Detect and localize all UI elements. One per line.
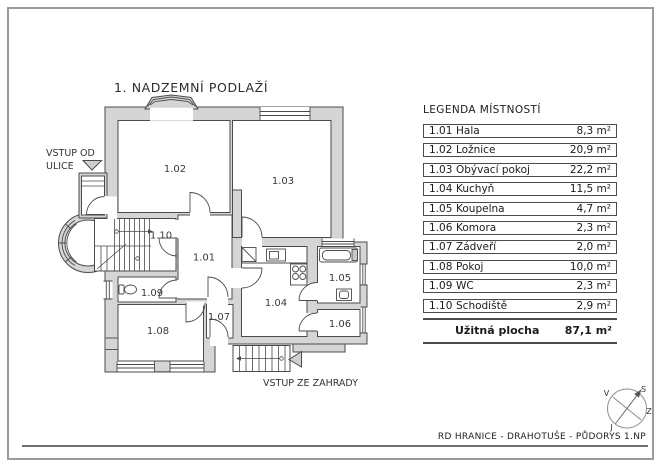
room-name: WC bbox=[456, 280, 474, 293]
street-entrance-label-2: ULICE bbox=[46, 161, 74, 172]
room-1-02 bbox=[117, 120, 231, 213]
room-label-1-03: 1.03 bbox=[272, 176, 294, 187]
title-block-rule bbox=[22, 445, 648, 447]
room-id: 1.02 bbox=[429, 144, 453, 157]
room-name: Ložnice bbox=[456, 144, 496, 157]
room-porch bbox=[81, 175, 105, 216]
room-name: Zádveří bbox=[456, 241, 497, 254]
kitchen-fixtures bbox=[241, 247, 308, 286]
room-name: Koupelna bbox=[456, 202, 505, 215]
room-area: 2,3 m² bbox=[576, 221, 611, 234]
boiler bbox=[241, 247, 257, 262]
room-area: 20,9 m² bbox=[569, 144, 611, 157]
room-label-1-04: 1.04 bbox=[265, 298, 287, 309]
compass-label-n: S bbox=[641, 385, 646, 394]
garden-entrance-arrow bbox=[288, 350, 302, 368]
tower-windows bbox=[58, 220, 77, 266]
room-area: 2,0 m² bbox=[576, 241, 611, 254]
room-area: 2,3 m² bbox=[576, 280, 611, 293]
room-name: Pokoj bbox=[456, 260, 484, 273]
room-id: 1.01 bbox=[429, 125, 453, 137]
room-label-1-09: 1.09 bbox=[141, 288, 163, 299]
street-entrance-label-1: VSTUP OD bbox=[46, 148, 95, 159]
toilet-bowl bbox=[124, 284, 137, 295]
compass-label-w: V bbox=[604, 389, 610, 398]
room-area: 8,3 m² bbox=[576, 125, 611, 137]
room-name: Obývací pokoj bbox=[456, 163, 530, 176]
legend-row: 1.10 Schodiště 2,9 m² bbox=[423, 298, 617, 313]
room-label-1-01: 1.01 bbox=[193, 253, 215, 264]
stairs-landing bbox=[107, 196, 117, 271]
legend-row: 1.05 Koupelna 4,7 m² bbox=[423, 201, 617, 216]
room-label-1-10: 1.10 bbox=[150, 231, 172, 242]
legend-row: 1.04 Kuchyň 11,5 m² bbox=[423, 182, 617, 197]
room-name: Komora bbox=[456, 221, 497, 234]
room-label-1-08: 1.08 bbox=[147, 326, 169, 337]
room-name: Hala bbox=[456, 125, 480, 137]
legend-total: Užitná plocha 87,1 m² bbox=[423, 317, 617, 344]
stove bbox=[290, 263, 308, 286]
room-labels: 1.01 1.02 1.03 1.04 1.05 1.06 1.07 1.08 … bbox=[141, 164, 351, 337]
room-label-1-05: 1.05 bbox=[329, 273, 351, 284]
room-area: 22,2 m² bbox=[569, 163, 611, 176]
legend-title: LEGENDA MÍSTNOSTÍ bbox=[423, 104, 541, 116]
doors-layer bbox=[86, 192, 318, 338]
room-id: 1.03 bbox=[429, 163, 453, 176]
room-label-1-02: 1.02 bbox=[164, 164, 186, 175]
plan-title: 1. NADZEMNÍ PODLAŽÍ bbox=[114, 80, 269, 95]
drawing-title: RD HRANICE - DRAHOTUŠE - PŮDORYS 1.NP bbox=[437, 432, 646, 442]
wall-notch-1-03 bbox=[232, 189, 242, 238]
staircase bbox=[94, 219, 153, 271]
legend-row: 1.03 Obývací pokoj 22,2 m² bbox=[423, 162, 617, 177]
compass-icon: S V Z J bbox=[604, 385, 653, 432]
total-area: 87,1 m² bbox=[564, 323, 612, 337]
legend-row: 1.08 Pokoj 10,0 m² bbox=[423, 259, 617, 274]
legend-row: 1.01 Hala 8,3 m² bbox=[423, 124, 617, 138]
entrance-labels: VSTUP OD ULICE VSTUP ZE ZAHRADY bbox=[46, 148, 358, 389]
room-id: 1.06 bbox=[429, 221, 453, 234]
faucet bbox=[351, 249, 358, 261]
room-area: 4,7 m² bbox=[576, 202, 611, 215]
door-openings bbox=[103, 196, 318, 346]
room-label-1-06: 1.06 bbox=[329, 319, 351, 330]
room-id: 1.05 bbox=[429, 202, 453, 215]
garden-entrance-label: VSTUP ZE ZAHRADY bbox=[263, 378, 358, 389]
terrace-step bbox=[292, 343, 346, 353]
room-area: 2,9 m² bbox=[576, 299, 611, 312]
page-border bbox=[7, 7, 654, 460]
room-id: 1.04 bbox=[429, 183, 453, 196]
legend-row: 1.07 Zádveří 2,0 m² bbox=[423, 240, 617, 255]
compass-label-e: Z bbox=[646, 407, 652, 416]
porch-steps bbox=[81, 180, 105, 187]
room-id: 1.08 bbox=[429, 260, 453, 273]
room-name: Kuchyň bbox=[456, 183, 495, 196]
room-id: 1.07 bbox=[429, 241, 453, 254]
total-label: Užitná plocha bbox=[455, 323, 540, 337]
room-1-08 bbox=[117, 304, 204, 362]
exterior-stairs bbox=[236, 346, 286, 371]
windows-layer bbox=[58, 96, 368, 373]
toilet-tank bbox=[118, 284, 125, 295]
north-arrow bbox=[634, 389, 642, 398]
room-id: 1.09 bbox=[429, 280, 453, 293]
street-entrance-arrow bbox=[81, 160, 103, 171]
room-name: Schodiště bbox=[456, 299, 508, 312]
wc-fixtures bbox=[118, 284, 137, 295]
legend-row: 1.09 WC 2,3 m² bbox=[423, 279, 617, 294]
room-1-06 bbox=[317, 309, 361, 337]
compass-label-s: J bbox=[609, 423, 612, 432]
legend-row: 1.02 Ložnice 20,9 m² bbox=[423, 143, 617, 158]
bathroom-fixtures bbox=[319, 247, 358, 301]
legend-row: 1.06 Komora 2,3 m² bbox=[423, 220, 617, 235]
room-id: 1.10 bbox=[429, 299, 453, 312]
washbasin bbox=[336, 288, 352, 301]
room-area: 11,5 m² bbox=[569, 183, 611, 196]
floor-plan: 1.01 1.02 1.03 1.04 1.05 1.06 1.07 1.08 … bbox=[46, 94, 368, 389]
room-label-1-07: 1.07 bbox=[208, 312, 230, 323]
sink bbox=[266, 248, 286, 262]
room-1-01 bbox=[177, 214, 233, 300]
room-area: 10,0 m² bbox=[569, 260, 611, 273]
room-1-04 bbox=[241, 246, 308, 337]
legend: LEGENDA MÍSTNOSTÍ 1.01 Hala 8,3 m² 1.02 … bbox=[423, 104, 617, 344]
